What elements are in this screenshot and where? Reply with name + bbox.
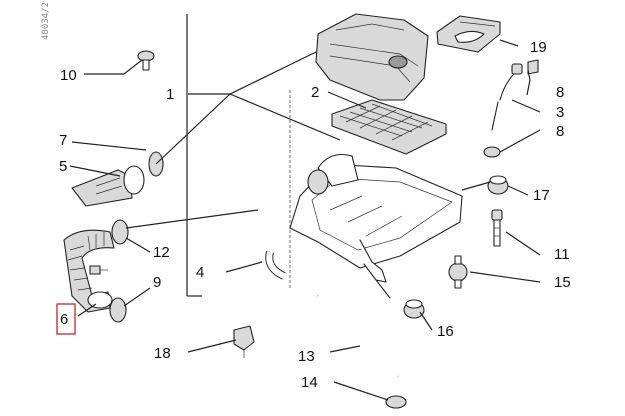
part-3-tube bbox=[491, 63, 523, 131]
callout-12: 12 bbox=[153, 244, 170, 261]
callout-7: 7 bbox=[59, 132, 67, 149]
callout-19: 19 bbox=[530, 39, 547, 56]
part-6-bolt bbox=[89, 265, 108, 275]
callout-14: 14 bbox=[301, 374, 318, 391]
callout-17: 17 bbox=[533, 187, 550, 204]
part-1-housing bbox=[289, 153, 463, 299]
callout-13: 13 bbox=[298, 348, 315, 365]
callout-15: 15 bbox=[554, 274, 571, 291]
callout-1: 1 bbox=[166, 86, 174, 103]
part-18-clip bbox=[233, 325, 255, 358]
part-4-hose bbox=[265, 251, 286, 280]
part-16-grommet bbox=[403, 299, 425, 319]
callout-8-lower: 8 bbox=[556, 123, 564, 140]
part-14-clamp bbox=[385, 395, 407, 409]
part-13-hose bbox=[316, 293, 400, 379]
part-17-grommet bbox=[487, 175, 509, 195]
callout-3: 3 bbox=[556, 104, 564, 121]
callout-labels: 1 2 3 4 5 6 7 8 8 9 10 11 12 13 14 15 16… bbox=[59, 39, 571, 391]
part-6-corrugated-hose bbox=[63, 229, 115, 313]
callout-9: 9 bbox=[153, 274, 161, 291]
leader-lines bbox=[69, 39, 541, 401]
part-15-mount bbox=[448, 255, 468, 289]
callout-10: 10 bbox=[60, 67, 77, 84]
part-12-clamp bbox=[111, 219, 129, 245]
part-2-air-filter bbox=[331, 99, 447, 155]
callout-18: 18 bbox=[154, 345, 171, 362]
callout-8-upper: 8 bbox=[556, 84, 564, 101]
callout-16: 16 bbox=[437, 323, 454, 340]
part-10-screw bbox=[137, 50, 155, 71]
callout-2: 2 bbox=[311, 84, 319, 101]
callout-6: 6 bbox=[60, 311, 68, 328]
part-19-badge-cover bbox=[436, 15, 501, 53]
part-11-stud bbox=[491, 209, 503, 247]
part-8-fittings bbox=[483, 59, 539, 158]
part-9-clamp bbox=[109, 297, 127, 323]
drawing-reference: 40034/2 bbox=[41, 2, 51, 40]
assembly-bracket bbox=[186, 14, 291, 297]
part-5-intake-duct bbox=[71, 165, 145, 207]
callout-11: 11 bbox=[554, 246, 570, 263]
callout-5: 5 bbox=[59, 158, 67, 175]
callout-4: 4 bbox=[196, 264, 204, 281]
part-1-engine-cover bbox=[315, 13, 429, 101]
selected-part-highlight bbox=[56, 303, 76, 335]
